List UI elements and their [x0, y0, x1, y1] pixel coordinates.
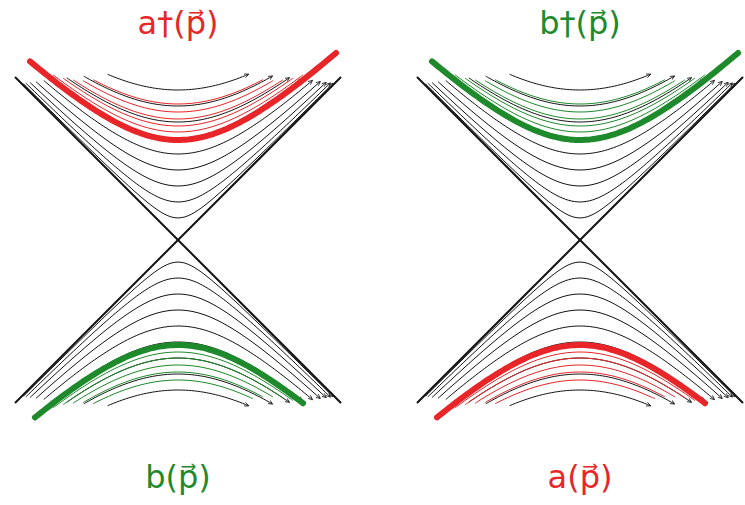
thin-shell	[495, 380, 655, 404]
cone-line	[417, 77, 743, 403]
thin-shell	[465, 78, 695, 126]
operator-label: a(p⃗)	[548, 460, 613, 495]
light-cone	[417, 53, 743, 417]
thin-shell	[93, 380, 253, 404]
operator-label: a†(p⃗)	[138, 6, 219, 41]
mass-shell	[510, 390, 651, 406]
thin-shell	[83, 372, 263, 403]
thin-shell	[83, 81, 273, 112]
thin-shell	[495, 80, 665, 104]
thin-shell	[485, 372, 665, 403]
thin-shell	[53, 75, 303, 132]
operator-label: b†(p⃗)	[539, 6, 621, 41]
mass-shell	[425, 262, 735, 396]
cone-line	[15, 77, 341, 403]
thin-shell	[63, 78, 293, 126]
thin-shell	[93, 80, 263, 104]
cone-line	[417, 77, 743, 403]
mass-shell	[510, 74, 651, 90]
thick-shell	[30, 53, 336, 140]
mass-shell	[84, 374, 272, 404]
thick-shell	[35, 345, 303, 417]
thick-shell	[432, 53, 738, 140]
mass-shell	[486, 76, 674, 106]
mass-shell	[84, 76, 272, 106]
mass-shell	[108, 74, 249, 90]
light-cone	[15, 53, 341, 417]
thin-shell	[455, 75, 705, 132]
mass-shell	[108, 390, 249, 406]
mass-shell	[486, 374, 674, 404]
mass-shell	[26, 278, 330, 397]
mass-shell	[428, 278, 732, 397]
mass-shell	[446, 326, 714, 399]
operator-label: b(p⃗)	[145, 460, 211, 495]
thick-shell	[437, 345, 705, 417]
thin-shell	[485, 81, 675, 112]
cone-line	[15, 77, 341, 403]
mass-shell	[23, 262, 333, 396]
mass-shell	[44, 326, 312, 399]
